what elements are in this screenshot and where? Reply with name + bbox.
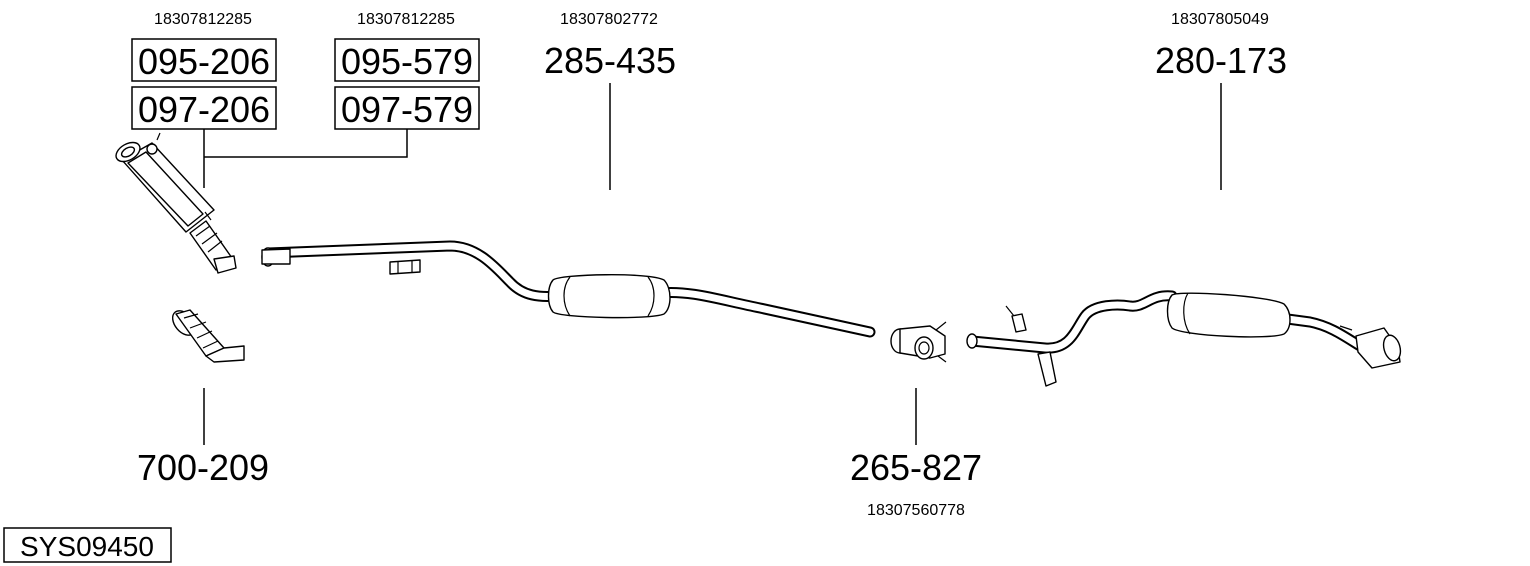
oem-number-clamp: 18307560778: [867, 502, 965, 519]
rear-silencer-drawing: [966, 290, 1402, 387]
part-number-rear-silencer[interactable]: 280-173: [1155, 40, 1287, 81]
part-number-cat-b-bottom: 097-579: [341, 89, 473, 130]
clamp-drawing: [890, 321, 947, 363]
part-number-middle-silencer[interactable]: 285-435: [544, 40, 676, 81]
system-code-box: SYS09450: [3, 527, 172, 563]
leader-lines: [203, 83, 1222, 445]
oem-number-middle-silencer: 18307802772: [560, 11, 658, 28]
catalytic-converter-drawing: [115, 132, 237, 274]
part-box-cat-a-top[interactable]: 095-206: [131, 38, 277, 82]
part-box-cat-b-top[interactable]: 095-579: [334, 38, 480, 82]
part-box-cat-a-bottom[interactable]: 097-206: [131, 86, 277, 130]
part-box-cat-b-bottom[interactable]: 097-579: [334, 86, 480, 130]
oem-number-cat-right: 18307812285: [357, 11, 455, 28]
part-number-cat-b-top: 095-579: [341, 41, 473, 82]
middle-silencer-drawing: [261, 240, 876, 338]
oem-number-cat-left: 18307812285: [154, 11, 252, 28]
part-number-clamp[interactable]: 265-827: [850, 447, 982, 488]
part-number-cat-a-bottom: 097-206: [138, 89, 270, 130]
part-number-flex-pipe[interactable]: 700-209: [137, 447, 269, 488]
system-code: SYS09450: [20, 531, 154, 562]
flex-pipe-drawing: [171, 309, 245, 363]
leader-cat-b: [204, 129, 408, 158]
oem-number-rear-silencer: 18307805049: [1171, 11, 1269, 28]
part-number-cat-a-top: 095-206: [138, 41, 270, 82]
